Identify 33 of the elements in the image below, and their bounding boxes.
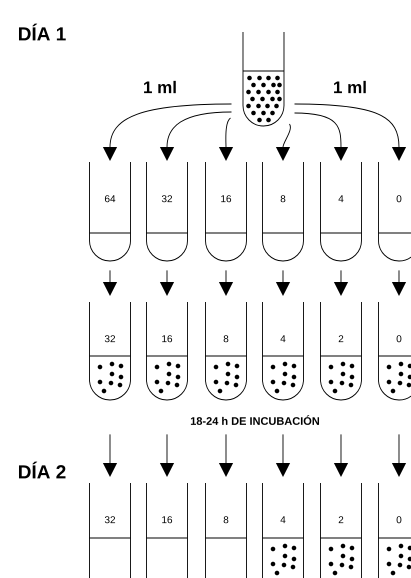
test-tube: 32: [89, 302, 131, 400]
day-heading: DÍA 2: [18, 462, 66, 478]
test-tube: 16: [205, 162, 247, 262]
node-label: 2: [338, 516, 344, 524]
test-tube: 32: [146, 162, 188, 262]
incubation-label: 18-24 h DE INCUBACIÓN: [190, 415, 320, 425]
node-label: 4: [280, 516, 286, 524]
test-tube: 16: [146, 302, 188, 400]
test-tube: 0: [378, 162, 411, 262]
test-tube: [242, 32, 284, 126]
volume-label: 1 ml: [144, 80, 176, 94]
test-tube: 0: [378, 302, 411, 400]
node-label: 4: [280, 335, 286, 342]
test-tube: 16: [146, 482, 188, 578]
test-tube: 32: [89, 482, 131, 578]
test-tube: 2: [320, 302, 362, 400]
test-tube: 4: [262, 302, 304, 400]
node-label: 16: [162, 335, 172, 342]
test-tube: 8: [262, 162, 304, 262]
test-tube: 4: [320, 162, 362, 262]
test-tube: 4: [262, 482, 304, 578]
test-tube: 8: [205, 302, 247, 400]
node-label: 0: [396, 335, 402, 342]
day-heading: DÍA 1: [18, 24, 66, 40]
test-tube: 0: [378, 482, 411, 578]
node-label: 8: [224, 335, 228, 342]
node-label: 0: [396, 516, 402, 524]
test-tube: 2: [320, 482, 362, 578]
node-label: 2: [338, 335, 344, 342]
test-tube: 8: [205, 482, 247, 578]
test-tube: 64: [89, 162, 131, 262]
node-label: 32: [104, 335, 116, 342]
volume-label: 1 ml: [334, 80, 366, 94]
